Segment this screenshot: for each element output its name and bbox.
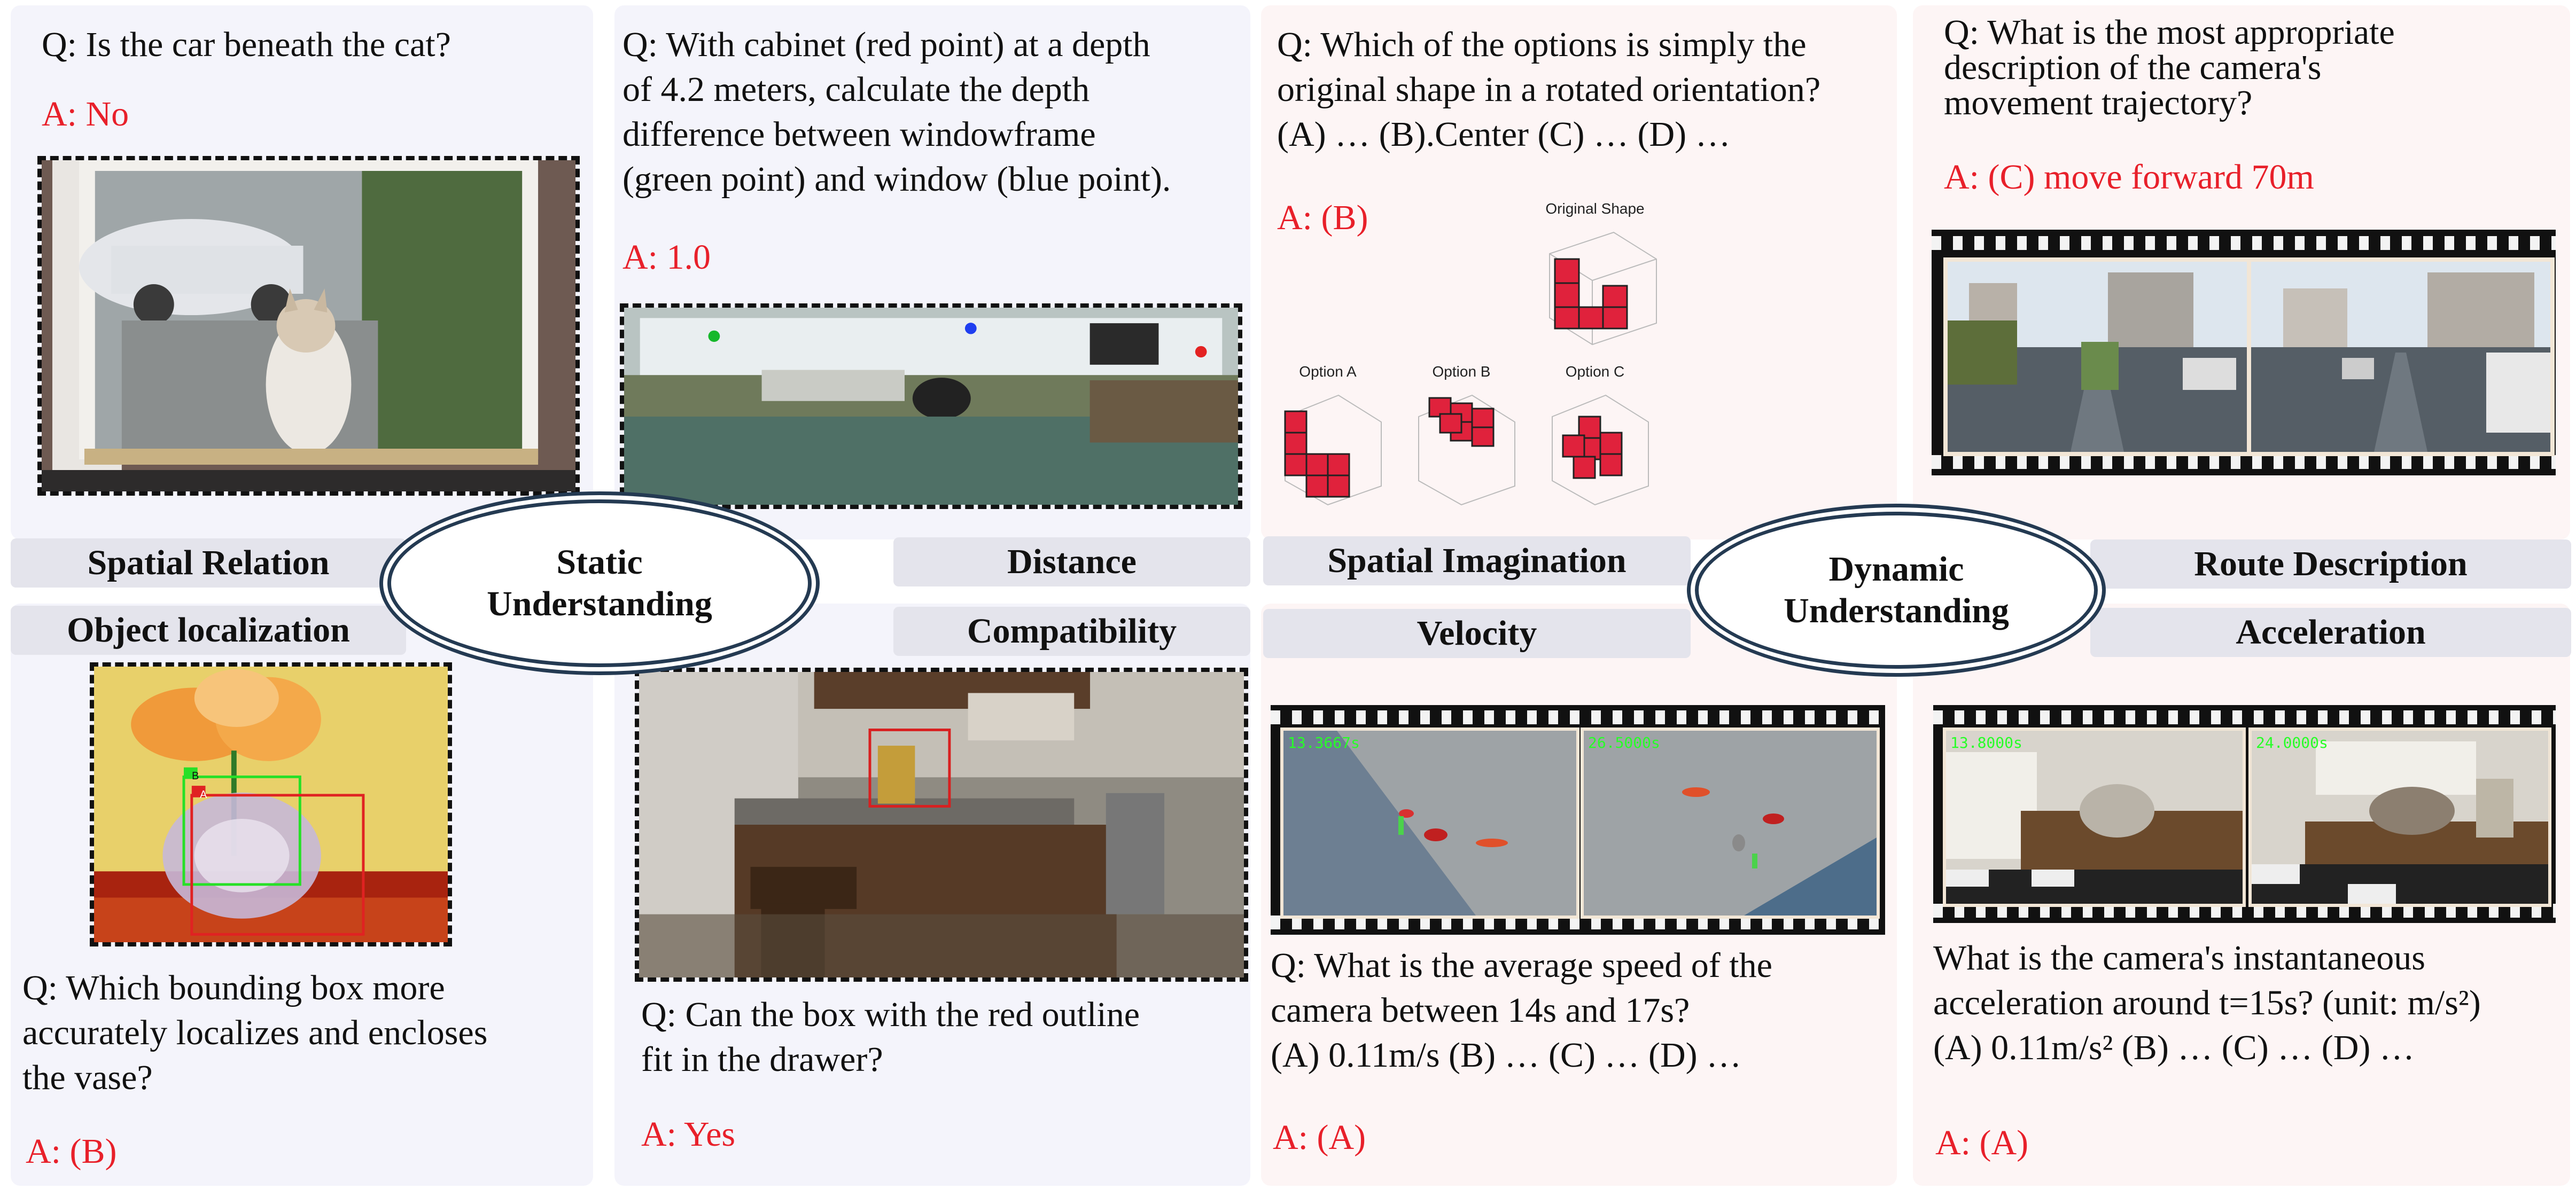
velocity-answer: A: (A) (1273, 1118, 1366, 1157)
velocity-frame-2: 26.5000s (1581, 727, 1880, 919)
object-localization-answer: A: (B) (26, 1132, 117, 1171)
route-description-question: Q: What is the most appropriate descript… (1944, 13, 2395, 122)
option-a-cubes (1274, 385, 1387, 507)
velocity-question: Q: What is the average speed of the came… (1271, 946, 1772, 1075)
distance-title: Distance (893, 537, 1250, 586)
acceleration-filmstrip: 13.8000s 24.0000s (1933, 705, 2556, 923)
acceleration-question: What is the camera's instantaneous accel… (1933, 938, 2481, 1067)
velocity-timestamp-1: 13.3667s (1288, 734, 1360, 752)
vase-photo: B A (90, 662, 452, 946)
object-localization-title: Object localization (11, 606, 406, 655)
option-b-cubes (1408, 385, 1520, 507)
spatial-relation-question: Q: Is the car beneath the cat? (42, 25, 451, 64)
spatial-relation-title: Spatial Relation (11, 538, 406, 588)
compatibility-question: Q: Can the box with the red outline fit … (641, 995, 1140, 1079)
spatial-relation-answer: A: No (42, 95, 129, 134)
spatial-imagination-answer: A: (B) (1277, 198, 1368, 237)
static-understanding-ellipse: Static Understanding (387, 499, 812, 667)
compatibility-answer: A: Yes (641, 1115, 736, 1154)
dynamic-understanding-ellipse: Dynamic Understanding (1695, 512, 2098, 669)
option-a-label: Option A (1299, 363, 1357, 380)
option-b-label: Option B (1432, 363, 1491, 380)
route-frame-2 (2247, 257, 2555, 456)
cat-window-photo (37, 156, 580, 496)
acceleration-title: Acceleration (2090, 608, 2571, 657)
option-c-cubes (1542, 385, 1654, 507)
velocity-filmstrip: 13.3667s 26.5000s (1271, 705, 1885, 935)
spatial-imagination-question: Q: Which of the options is simply the or… (1277, 25, 1821, 154)
acceleration-frame-1: 13.8000s (1943, 727, 2246, 907)
bbox-label-b: B (192, 770, 199, 782)
compatibility-title: Compatibility (893, 607, 1250, 656)
acceleration-timestamp-2: 24.0000s (2256, 734, 2328, 752)
room-depth-photo (620, 303, 1242, 509)
object-localization-question: Q: Which bounding box more accurately lo… (22, 968, 488, 1097)
spatial-imagination-title: Spatial Imagination (1263, 536, 1691, 585)
route-filmstrip (1932, 230, 2556, 475)
velocity-title: Velocity (1263, 609, 1691, 658)
velocity-timestamp-2: 26.5000s (1588, 734, 1660, 752)
acceleration-answer: A: (A) (1935, 1123, 2029, 1162)
route-description-answer: A: (C) move forward 70m (1944, 158, 2314, 197)
distance-answer: A: 1.0 (622, 238, 711, 277)
bbox-label-a: A (200, 789, 207, 801)
route-frame-1 (1943, 257, 2251, 456)
original-shape-label: Original Shape (1545, 200, 1645, 217)
original-shape-cubes (1528, 222, 1662, 350)
kitchen-photo (635, 668, 1248, 982)
velocity-frame-1: 13.3667s (1280, 727, 1579, 919)
distance-question: Q: With cabinet (red point) at a depth o… (622, 25, 1171, 199)
option-c-label: Option C (1565, 363, 1625, 380)
acceleration-frame-2: 24.0000s (2248, 727, 2551, 907)
acceleration-timestamp-1: 13.8000s (1950, 734, 2022, 752)
route-description-title: Route Description (2090, 539, 2571, 589)
